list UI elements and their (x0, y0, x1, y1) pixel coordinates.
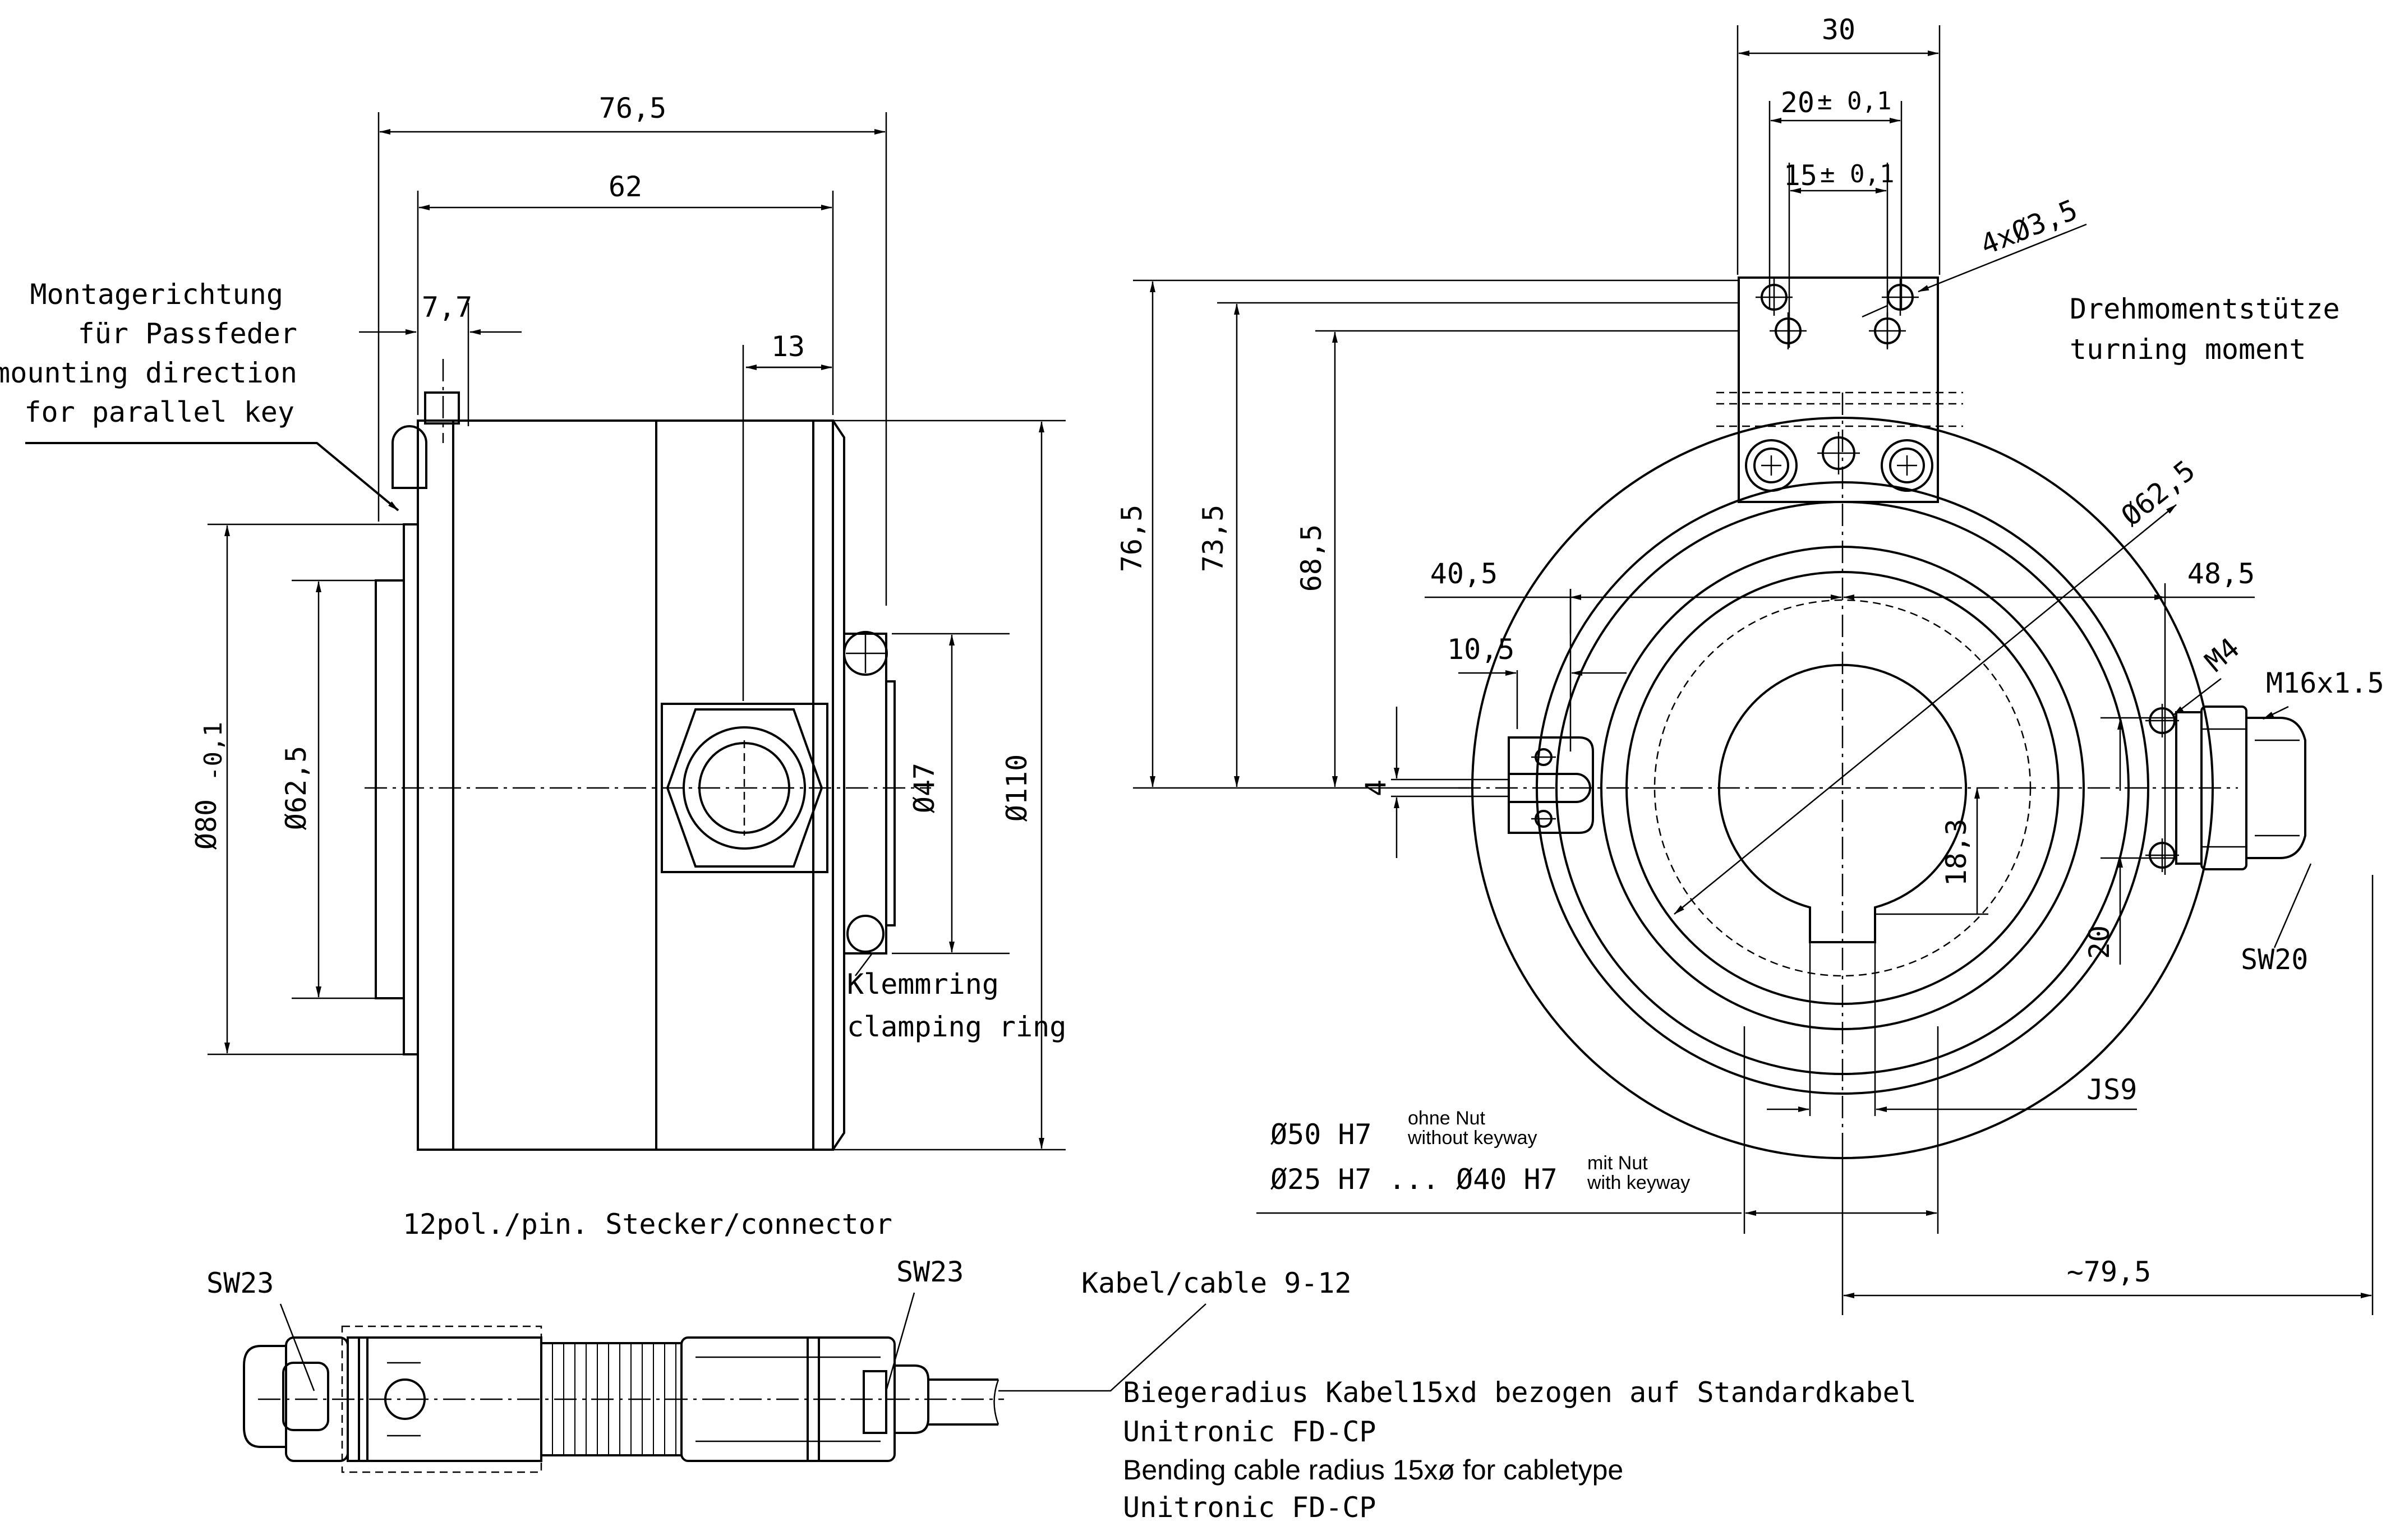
thread-m4-label: M4 (2199, 631, 2245, 678)
torque-label-en: turning moment (2070, 333, 2306, 366)
dim-dia80: Ø80 (190, 799, 223, 850)
mounting-label-en-1: mounting direction (0, 357, 297, 389)
connector-view: SW23 SW23 Kabel/cable 9-12 (206, 1256, 1917, 1524)
dim-79-5: ~79,5 (2067, 1256, 2152, 1288)
dim-76-5-front: 76,5 (1116, 505, 1148, 572)
clamp-label-en: clamping ring (847, 1011, 1066, 1043)
bore-1-label: Ø50 H7 (1270, 1118, 1372, 1151)
dim-4: 4 (1360, 780, 1392, 796)
cable-label: Kabel/cable 9-12 (1081, 1267, 1352, 1299)
dim-20: 20 (1781, 86, 1814, 119)
dim-73-5: 73,5 (1197, 505, 1229, 572)
sw23-right-label: SW23 (896, 1256, 964, 1288)
bore-2-note-en: with keyway (1587, 1172, 1690, 1193)
bend-note-2: Unitronic FD-CP (1123, 1415, 1376, 1448)
dim-76-5-side: 76,5 (599, 92, 666, 125)
mounting-label-en-2: for parallel key (24, 396, 294, 428)
torque-label-de: Drehmomentstütze (2070, 293, 2340, 325)
mounting-label-de-1: Montagerichtung (30, 278, 283, 311)
dim-62: 62 (609, 170, 642, 203)
dim-40-5: 40,5 (1430, 557, 1498, 590)
bore-1-note-de: ohne Nut (1408, 1108, 1486, 1129)
bore-1-note-en: without keyway (1407, 1127, 1537, 1149)
dim-48-5: 48,5 (2187, 557, 2255, 590)
dim-dia110: Ø110 (1001, 754, 1033, 822)
dim-dia62-5-side: Ø62,5 (280, 746, 312, 831)
js9-label: JS9 (2086, 1073, 2137, 1106)
sw23-left-label: SW23 (206, 1267, 274, 1299)
dim-30: 30 (1822, 13, 1855, 46)
dim-dia80-tol: -0,1 (199, 722, 228, 781)
dim-15-tol: ± 0,1 (1820, 160, 1894, 188)
dim-20-tol: ± 0,1 (1817, 87, 1891, 116)
dim-dia62-5-front: Ø62,5 (2115, 454, 2201, 533)
dim-20-right: 20 (2083, 925, 2116, 959)
thread-m16-label: M16x1.5 (2266, 667, 2384, 699)
connector-label: 12pol./pin. Stecker/connector (403, 1208, 892, 1241)
bend-note-3: Bending cable radius 15xø for cabletype (1123, 1454, 1623, 1486)
dim-13: 13 (771, 330, 805, 363)
mounting-label-de-2: für Passfeder (78, 317, 297, 350)
bend-note-1: Biegeradius Kabel15xd bezogen auf Standa… (1123, 1376, 1917, 1409)
bend-note-4: Unitronic FD-CP (1123, 1491, 1376, 1524)
bore-2-label: Ø25 H7 ... Ø40 H7 (1270, 1163, 1558, 1196)
holes-label: 4xØ3,5 (1976, 193, 2082, 261)
dim-18-3: 18,3 (1940, 819, 1973, 886)
dim-68-5: 68,5 (1295, 524, 1328, 592)
dim-dia47: Ø47 (908, 763, 941, 813)
dim-15: 15 (1784, 159, 1817, 192)
bore-2-note-de: mit Nut (1587, 1152, 1648, 1174)
dim-7-7: 7,7 (422, 291, 472, 324)
clamp-label-de: Klemmring (847, 968, 999, 1000)
sw20-label: SW20 (2241, 943, 2308, 976)
side-view: 76,5 62 7,7 13 Montagerichtung für Passf… (0, 92, 1066, 1241)
front-view: 30 20 ± 0,1 15 ± 0,1 4xØ3,5 Drehmomentst… (1116, 13, 2384, 1315)
dim-10-5: 10,5 (1447, 633, 1514, 666)
